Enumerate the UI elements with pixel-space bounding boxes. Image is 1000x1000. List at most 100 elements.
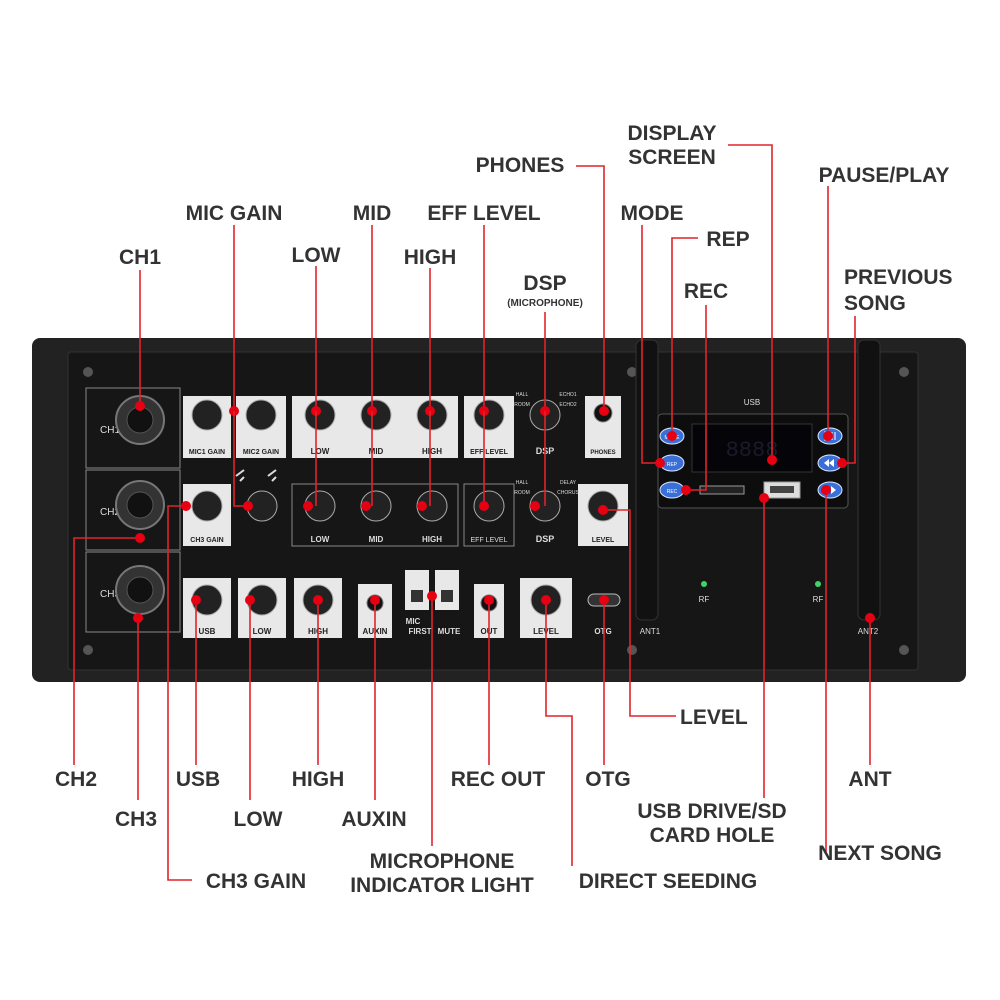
usb-module-label: USB <box>744 398 760 407</box>
usb-drive-label-1: USB DRIVE/SD <box>637 800 786 823</box>
phones-label: PHONES <box>476 154 565 177</box>
ch3-xlr-jack[interactable] <box>115 565 165 615</box>
usb-drive-dot <box>759 493 769 503</box>
ch2-box <box>85 469 181 551</box>
mic-gain-dot-2 <box>243 501 253 511</box>
ch1-xlr-jack[interactable] <box>115 395 165 445</box>
ch1-label: CH1 <box>119 246 161 269</box>
level-line <box>603 509 676 717</box>
auxin-dot <box>370 595 380 605</box>
eff-level-knob[interactable] <box>473 399 505 431</box>
usb-label: USB <box>176 768 220 791</box>
low-panel-label: LOW <box>311 447 330 456</box>
rf2-led <box>815 581 821 587</box>
delay-label: DELAY <box>560 480 577 486</box>
ch2-line <box>73 537 140 765</box>
dsp-sub-label: (MICROPHONE) <box>507 298 583 309</box>
low-knob[interactable] <box>304 399 336 431</box>
level-dot <box>598 505 608 515</box>
mute-button[interactable] <box>441 590 453 602</box>
rec-label: REC <box>684 280 728 303</box>
rf1-label: RF <box>699 595 710 604</box>
rf1-led <box>701 581 707 587</box>
low2-panel-label: LOW <box>311 535 330 544</box>
ant-dot <box>865 613 875 623</box>
high-panel-label: HIGH <box>422 447 442 456</box>
eff-level-panel-label: EFF LEVEL <box>470 449 508 456</box>
mode-line <box>641 225 660 464</box>
mid2-panel-label: MID <box>369 535 384 544</box>
ch1-dot <box>135 401 145 411</box>
hall-label: HALL <box>516 392 529 398</box>
svg-text:REP: REP <box>667 462 678 468</box>
next-song-dot <box>821 485 831 495</box>
direct-seeding-line <box>545 600 573 866</box>
rec-out-dot <box>484 595 494 605</box>
low-bottom-dot <box>245 595 255 605</box>
pause-play-dot <box>823 431 833 441</box>
first-panel-label: FIRST <box>408 627 431 636</box>
otg-panel-label: OTG <box>594 627 611 636</box>
ch3-dot <box>133 613 143 623</box>
ant1-antenna[interactable] <box>635 339 659 621</box>
screw <box>627 645 637 655</box>
low-label: LOW <box>292 244 341 267</box>
high-dot-2 <box>417 501 427 511</box>
callout-lines <box>73 144 875 881</box>
dsp-dot-2 <box>530 501 540 511</box>
eff-level2-plate <box>463 483 515 547</box>
mode-label: MODE <box>621 202 684 225</box>
mic-panel-label: MIC <box>406 617 421 626</box>
screw <box>83 645 93 655</box>
dsp2-panel-label: DSP <box>536 534 555 544</box>
rec-line <box>686 305 707 491</box>
ch3-gain-knob[interactable] <box>191 490 223 522</box>
ch2-xlr-jack[interactable] <box>115 480 165 530</box>
ch3-panel-label: CH3 <box>100 589 120 600</box>
mid-knob[interactable] <box>360 399 392 431</box>
rec-button[interactable]: REC <box>659 481 685 499</box>
ch3-gain-label: CH3 GAIN <box>206 870 306 893</box>
low-bottom-label: LOW <box>234 808 283 831</box>
echo2-label: ECHO2 <box>559 402 576 408</box>
rec-dot <box>681 485 691 495</box>
mic-gain-label: MIC GAIN <box>186 202 283 225</box>
mic-indicator-label-2: INDICATOR LIGHT <box>350 874 534 897</box>
usb-panel-label: USB <box>199 627 216 636</box>
mid-panel-label: MID <box>369 447 384 456</box>
mic2-gain-panel-label: MIC2 GAIN <box>243 449 279 456</box>
mic2-gain-knob[interactable] <box>245 399 277 431</box>
mic1-gain-knob[interactable] <box>191 399 223 431</box>
display-dot <box>767 455 777 465</box>
ch3-gain-line <box>167 505 192 881</box>
previous-song-label-1: PREVIOUS <box>844 266 953 289</box>
room-label: ROOM <box>514 402 530 408</box>
display-screen-label-2: SCREEN <box>628 146 716 169</box>
phones-dot <box>599 406 609 416</box>
usb-drive-label-2: CARD HOLE <box>650 824 775 847</box>
phones-line <box>576 165 605 411</box>
echo1-label: ECHO1 <box>559 392 576 398</box>
previous-song-label-2: SONG <box>844 292 906 315</box>
otg-label: OTG <box>585 768 631 791</box>
low3-panel-label: LOW <box>253 627 272 636</box>
guitar-icon <box>235 469 277 482</box>
high-label: HIGH <box>404 246 457 269</box>
ch3-box <box>85 551 181 633</box>
screw <box>899 645 909 655</box>
ch3-label: CH3 <box>115 808 157 831</box>
rep-label: REP <box>706 228 749 251</box>
mic-first-button[interactable] <box>411 590 423 602</box>
display-screen-label-1: DISPLAY <box>627 122 716 145</box>
auxin-label: AUXIN <box>341 808 406 831</box>
ant2-antenna[interactable] <box>857 339 881 621</box>
eff-level-label: EFF LEVEL <box>427 202 540 225</box>
ch3-gain-panel-label: CH3 GAIN <box>190 537 223 544</box>
mic1-gain-panel-label: MIC1 GAIN <box>189 449 225 456</box>
otg-dot <box>599 595 609 605</box>
ant-label: ANT <box>848 768 891 791</box>
rep-line <box>671 237 698 436</box>
display-line <box>728 144 773 460</box>
eq2-plate <box>291 483 459 547</box>
